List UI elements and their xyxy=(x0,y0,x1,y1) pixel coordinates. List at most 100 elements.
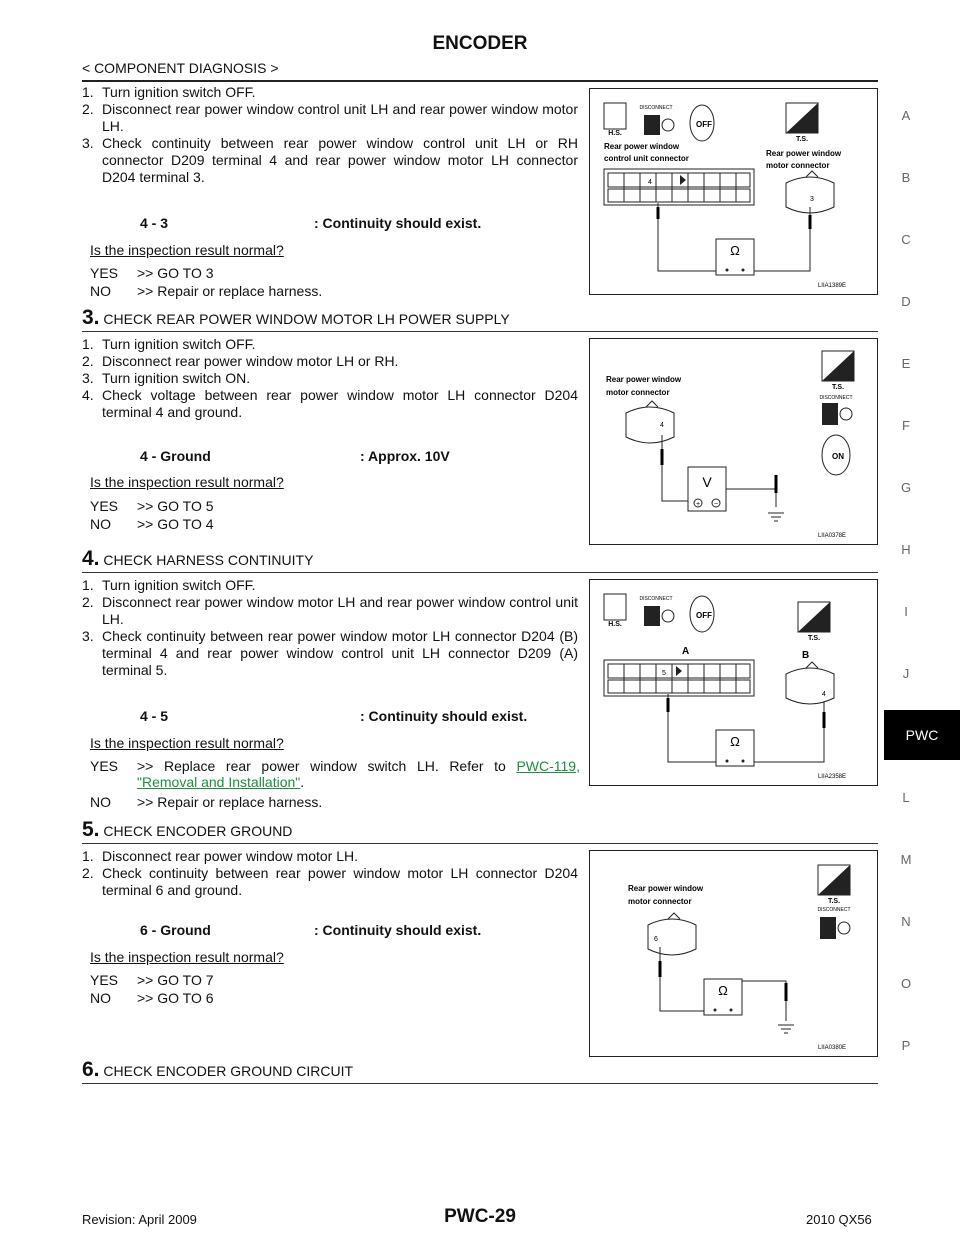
ts-label: T.S. xyxy=(828,898,840,905)
sidebar-letter: F xyxy=(902,418,910,433)
sidebar-letter: H xyxy=(901,542,911,557)
answer-yes: YES>> GO TO 7 xyxy=(90,972,214,988)
sidebar-letter: I xyxy=(904,604,908,619)
figure-code: LIIA0380E xyxy=(818,1045,846,1051)
measure-result: : Continuity should exist. xyxy=(314,922,482,938)
hs-label: H.S. xyxy=(608,130,622,137)
list-item: 1.Turn ignition switch OFF. xyxy=(82,336,256,352)
answer-no: NO>> GO TO 6 xyxy=(90,990,214,1006)
answer-no: NO>> GO TO 4 xyxy=(90,516,214,532)
motor-label-2: motor connector xyxy=(766,161,830,170)
disconnect-label: DISCONNECT xyxy=(639,596,672,602)
motor-label: Rear power window xyxy=(628,884,704,893)
answer-yes: YES>> GO TO 5 xyxy=(90,498,214,514)
figure-harness-continuity: H.S. DISCONNECT OFF T.S. A B 5 4 Ω LIIA2… xyxy=(589,579,878,786)
list-item: 4.Check voltage between rear power windo… xyxy=(82,387,578,420)
pin-4-label: 4 xyxy=(648,179,652,186)
plus-label: + xyxy=(696,501,700,508)
sidebar-letter: M xyxy=(900,852,912,867)
sidebar-letter: N xyxy=(901,914,911,929)
ohmmeter-icon: Ω xyxy=(730,734,740,749)
list-item: 3.Turn ignition switch ON. xyxy=(82,370,251,386)
sidebar-letter: P xyxy=(901,1038,911,1053)
inspection-question: Is the inspection result normal? xyxy=(90,735,284,751)
page-number: PWC-29 xyxy=(444,1206,516,1227)
ohmmeter-icon: Ω xyxy=(730,243,740,258)
pin-3-label: 3 xyxy=(810,196,814,203)
motor-label-2: motor connector xyxy=(628,897,692,906)
motor-label-2: motor connector xyxy=(606,388,670,397)
list-item: 2.Disconnect rear power window motor LH … xyxy=(82,594,578,627)
inspection-question: Is the inspection result normal? xyxy=(90,949,284,965)
list-item: 2.Disconnect rear power window control u… xyxy=(82,101,578,134)
section-rule xyxy=(82,843,878,844)
section-rule xyxy=(82,331,878,332)
figure-code: LIIA2358E xyxy=(818,774,846,780)
sidebar-letter: G xyxy=(900,480,912,495)
list-item: 1.Turn ignition switch OFF. xyxy=(82,577,256,593)
sidebar-letter: C xyxy=(901,232,911,247)
answer-no: NO>> Repair or replace harness. xyxy=(90,794,323,810)
list-item: 3.Check continuity between rear power wi… xyxy=(82,628,578,678)
control-unit-label: Rear power window xyxy=(604,142,680,151)
sidebar-letter: O xyxy=(900,976,912,991)
page-subtitle: < COMPONENT DIAGNOSIS > xyxy=(82,60,279,76)
section-5-heading: 5. CHECK ENCODER GROUND xyxy=(82,818,293,841)
pin-5-label: 5 xyxy=(662,670,666,677)
connector-a-label: A xyxy=(682,646,689,657)
minus-label: − xyxy=(714,501,718,508)
step-list: 1.Turn ignition switch OFF. 2.Disconnect… xyxy=(82,336,582,421)
sidebar-letter: E xyxy=(901,356,911,371)
measure-terminals: 6 - Ground xyxy=(140,922,211,938)
figure-continuity-control-unit-motor: H.S. DISCONNECT OFF T.S. Rear power wind… xyxy=(589,88,878,295)
section-rule xyxy=(82,572,878,573)
list-item: 2.Disconnect rear power window motor LH … xyxy=(82,353,399,369)
ts-label: T.S. xyxy=(808,635,820,642)
control-unit-label-2: control unit connector xyxy=(604,154,689,163)
ts-label: T.S. xyxy=(796,136,808,143)
sidebar-letter: A xyxy=(901,108,911,123)
motor-label: Rear power window xyxy=(766,149,842,158)
step-list: 1.Disconnect rear power window motor LH.… xyxy=(82,848,582,899)
step-list: 1.Turn ignition switch OFF. 2.Disconnect… xyxy=(82,84,582,186)
figure-code: LIIA1389E xyxy=(818,283,846,289)
ohmmeter-icon: Ω xyxy=(718,983,728,998)
list-item: 3.Check continuity between rear power wi… xyxy=(82,135,578,185)
list-item: 1.Turn ignition switch OFF. xyxy=(82,84,256,100)
on-label: ON xyxy=(832,452,844,461)
section-3-heading: 3. CHECK REAR POWER WINDOW MOTOR LH POWE… xyxy=(82,306,510,329)
sidebar-letter: B xyxy=(901,170,911,185)
off-label: OFF xyxy=(696,120,712,129)
list-item: 2.Check continuity between rear power wi… xyxy=(82,865,578,898)
section-tab-pwc: PWC xyxy=(884,710,960,760)
inspection-question: Is the inspection result normal? xyxy=(90,242,284,258)
pin-4-label: 4 xyxy=(660,422,664,429)
list-item: 1.Disconnect rear power window motor LH. xyxy=(82,848,358,864)
sidebar-letter: D xyxy=(901,294,911,309)
page-title: ENCODER xyxy=(432,33,528,54)
pin-6-label: 6 xyxy=(654,936,658,943)
ts-label: T.S. xyxy=(832,384,844,391)
section-rule xyxy=(82,1083,878,1084)
disconnect-label: DISCONNECT xyxy=(639,105,672,111)
figure-code: LIIA0378E xyxy=(818,533,846,539)
connector-b-label: B xyxy=(802,650,809,661)
figure-voltage-motor-connector: Rear power window motor connector T.S. D… xyxy=(589,338,878,545)
measure-terminals: 4 - Ground xyxy=(140,448,211,464)
section-4-heading: 4. CHECK HARNESS CONTINUITY xyxy=(82,547,314,570)
footer-revision: Revision: April 2009 xyxy=(82,1212,197,1227)
sidebar-letter: L xyxy=(902,790,910,805)
inspection-question: Is the inspection result normal? xyxy=(90,474,284,490)
removal-installation-link[interactable]: PWC-119, "Removal and Installation" xyxy=(137,758,580,790)
measure-terminals: 4 - 3 xyxy=(140,215,169,231)
disconnect-label: DISCONNECT xyxy=(819,395,852,401)
step-list: 1.Turn ignition switch OFF. 2.Disconnect… xyxy=(82,577,582,679)
measure-terminals: 4 - 5 xyxy=(140,708,169,724)
sidebar-letter: J xyxy=(902,666,910,681)
motor-label: Rear power window xyxy=(606,375,682,384)
hs-label: H.S. xyxy=(608,621,622,628)
answer-yes: YES >> Replace rear power window switch … xyxy=(90,758,580,790)
header-rule xyxy=(82,80,878,82)
figure-encoder-ground: Rear power window motor connector T.S. D… xyxy=(589,850,878,1057)
voltmeter-icon: V xyxy=(702,474,712,490)
